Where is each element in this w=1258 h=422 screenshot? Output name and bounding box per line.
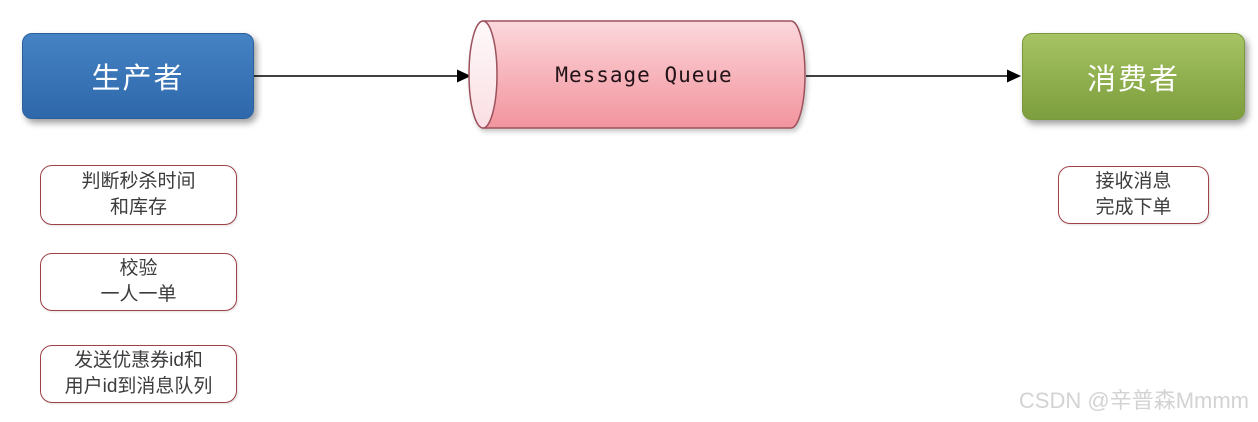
note-line: 和库存 <box>109 197 167 218</box>
note-line: 一人一单 <box>100 284 177 305</box>
arrow-producer-to-queue <box>253 69 471 83</box>
producer-step-verify-one-order: 校验 一人一单 <box>40 253 237 311</box>
note-line: 完成下单 <box>1095 197 1172 218</box>
queue-cylinder-cap <box>468 20 498 129</box>
note-line: 接收消息 <box>1095 171 1172 192</box>
producer-step-check-time-stock: 判断秒杀时间 和库存 <box>40 165 237 225</box>
consumer-label: 消费者 <box>1086 63 1180 96</box>
consumer-node: 消费者 <box>1022 33 1245 120</box>
consumer-step-receive-and-order: 接收消息 完成下单 <box>1058 166 1209 224</box>
note-line: 校验 <box>119 258 158 279</box>
note-line: 发送优惠券id和 <box>74 350 203 371</box>
queue-cylinder <box>468 20 806 129</box>
queue-cylinder-body <box>482 20 806 129</box>
producer-node: 生产者 <box>22 33 254 119</box>
arrow-queue-to-consumer <box>806 69 1021 83</box>
producer-step-send-ids-to-queue: 发送优惠券id和 用户id到消息队列 <box>40 345 237 403</box>
note-line: 判断秒杀时间 <box>81 171 196 192</box>
note-line: 用户id到消息队列 <box>64 376 213 397</box>
producer-label: 生产者 <box>91 63 185 95</box>
queue-label: Message Queue <box>555 62 733 87</box>
csdn-watermark: CSDN @辛普森Mmmm <box>1018 388 1249 413</box>
